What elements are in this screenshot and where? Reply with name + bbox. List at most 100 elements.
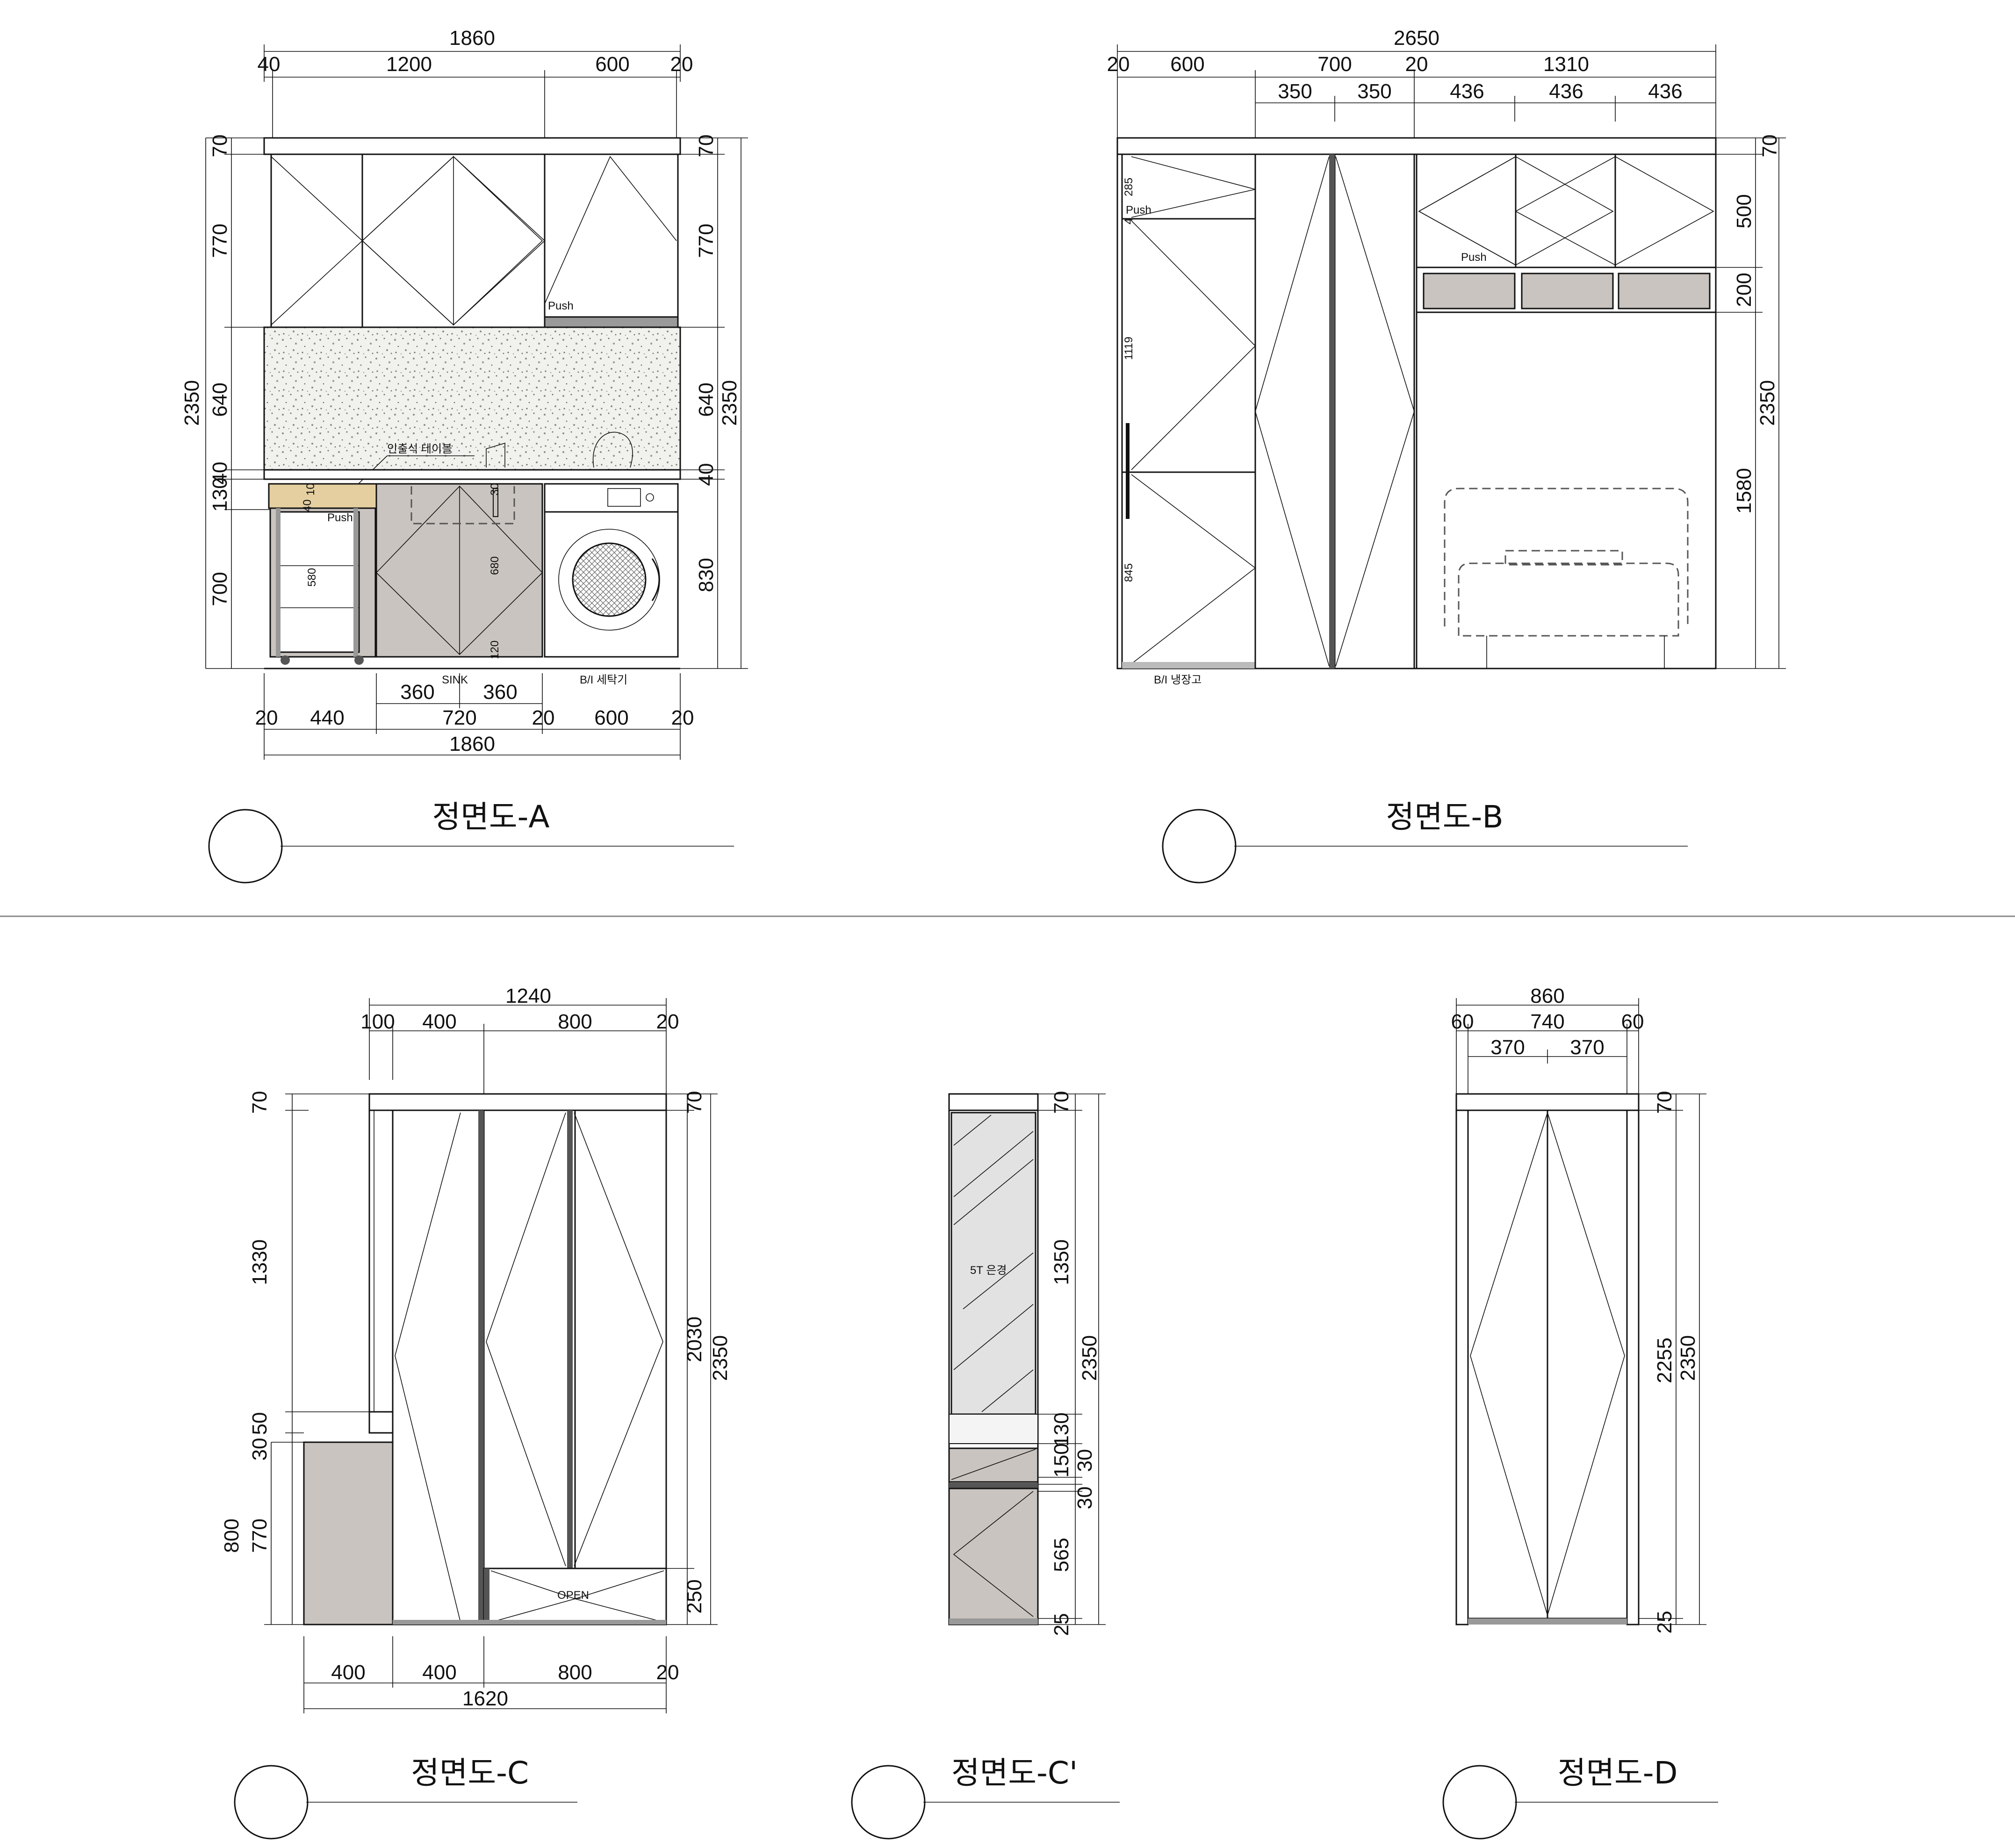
view-a-backsplash [263,326,681,471]
view-b-top-total: 2650 [1394,27,1439,50]
view-c-top-dim-3: 800 [558,1010,592,1033]
view-b-top-dim-1: 20 [1107,53,1130,76]
view-b-second-3: 436 [1450,80,1484,103]
view-a-top-dim-4: 20 [670,53,693,76]
view-a-inner-580: 580 [306,568,318,587]
view-a-washer-drum [572,542,647,617]
view-b-push-1: Push [1126,204,1151,216]
view-b-fridge-label: B/I 냉장고 [1154,674,1202,686]
view-b-inner-4: 4 [1123,218,1135,224]
view-a-table-label: 인출식 테이블 [387,443,452,455]
view-c-left-dim-lines [264,1093,369,1625]
view-d-second-2: 370 [1570,1036,1604,1059]
view-d-second-1: 370 [1490,1036,1525,1059]
view-a-bottom2-3: 720 [442,706,476,729]
view-b-top-dim-2: 600 [1170,53,1204,76]
view-c-prime: 70 1350 130 150 30 30 565 25 2350 5T 은경 … [851,1091,1120,1840]
view-c-prime-dim-5: 30 [1073,1449,1096,1472]
view-c-open-label: OPEN [557,1589,589,1602]
view-c-top-dim-4: 20 [656,1010,679,1033]
view-c-prime-right-dim-lines [1038,1093,1106,1625]
view-a-right-total: 2350 [718,380,741,426]
view-a-top-dim-3: 600 [595,53,629,76]
view-a-top-crown [263,137,681,155]
view-a-inner-680: 680 [489,556,501,575]
view-a-push-lower: Push [327,511,353,524]
view-b-right-dim-4: 1580 [1733,468,1756,514]
view-d-top-dim-lines [1456,998,1639,1094]
view-c-top-dim-lines [369,998,667,1103]
view-d-right-panel [1626,1109,1640,1625]
view-a-bottom2-5: 600 [594,706,628,729]
view-a-bottom-total: 1860 [449,733,495,755]
view-d: 860 60 740 60 370 370 70 2255 25 2350 정면… [1442,985,1718,1840]
view-a-left-dim-6: 700 [209,572,231,606]
view-c-top-dim-2: 400 [422,1010,456,1033]
view-d-right-dim-2: 2255 [1653,1337,1676,1383]
view-a-bottom2-2: 440 [310,706,344,729]
view-d-right-total: 2350 [1677,1335,1699,1381]
view-c-prime-crown [948,1093,1039,1111]
view-b-folding-bed [1444,488,1689,626]
view-d-right-dim-lines [1639,1093,1706,1625]
view-c-prime-dim-7: 565 [1050,1538,1073,1572]
view-d-top-dim-1: 60 [1451,1010,1474,1033]
view-c-top-total: 1240 [505,985,551,1007]
view-d-crown [1455,1093,1640,1111]
view-a-top-total: 1860 [449,27,495,50]
view-d-top-dim-2: 740 [1530,1010,1564,1033]
view-b-tall-door-right [1334,153,1415,669]
view-a-left-dim-3: 640 [209,382,231,417]
view-a-right-dim-3: 640 [695,382,718,417]
view-c-prime-total: 2350 [1078,1335,1101,1381]
view-b-title-bubble [1162,809,1237,884]
view-a-left-dim-5: 130 [209,477,231,511]
view-a-bottom1-1: 360 [400,681,434,704]
view-d-top-total: 860 [1530,985,1564,1007]
view-a-bottom-dim-lines [264,673,681,760]
view-b-tall-door-left [1254,153,1336,669]
view-b-top-dim-3: 700 [1317,53,1352,76]
view-a-right-dim-lines [680,137,748,669]
view-a-right-dim-4: 40 [695,463,718,486]
view-c-door-1 [392,1109,485,1625]
view-c-right-total: 2350 [709,1335,732,1381]
view-a-push-upper: Push [548,300,574,312]
view-c-right-dim-lines [666,1093,718,1625]
view-a-left-dim-4: 40 [209,462,231,485]
view-c-prime-dim-3: 130 [1050,1412,1073,1446]
view-a-right-dim-5: 830 [695,558,718,592]
view-a-washer-label: B/I 세탁기 [580,674,627,686]
view-d-top-dim-3: 60 [1621,1010,1644,1033]
view-c-left-outer: 800 [220,1518,243,1553]
view-d-door-right [1547,1109,1628,1619]
view-a-inner-40: 40 [301,499,314,512]
view-c-left-dim-2: 1330 [248,1239,271,1285]
view-c-door-3 [574,1109,667,1569]
view-a-top-dim-2: 1200 [386,53,432,76]
view-a-sink-label: SINK [442,674,468,686]
view-b-title: 정면도-B [1386,799,1503,835]
view-c-prime-dim-2: 1350 [1050,1239,1073,1285]
view-b-right-dim-2: 500 [1733,194,1756,228]
view-c-left-dim-4: 30 [248,1438,271,1461]
view-c-prime-mirror-label: 5T 은경 [970,1264,1007,1277]
view-b-right-dim-lines [1716,137,1786,669]
view-a-upper-cabinet [270,153,679,328]
view-d-door-left [1467,1109,1548,1619]
view-b-inner-845: 845 [1123,563,1135,582]
view-b-right-total: 2350 [1756,380,1779,426]
view-c-left-dim-3: 50 [248,1412,271,1435]
view-c-vanity [303,1441,394,1625]
view-a-right-dim-1: 70 [695,135,718,158]
view-a-left-dim-2: 770 [209,223,231,258]
view-a-bottom2-1: 20 [255,706,278,729]
view-a-pullout-table [268,483,377,509]
view-a-inner-30: 30 [489,483,501,496]
view-b-right-dim-3: 200 [1733,273,1756,307]
view-c-prime-title-bubble [851,1765,926,1840]
view-a-bottom2-6: 20 [671,706,694,729]
view-c-prime-dim-1: 70 [1050,1091,1073,1114]
view-a-title-bubble [208,809,283,884]
view-a-inner-120: 120 [489,640,501,659]
